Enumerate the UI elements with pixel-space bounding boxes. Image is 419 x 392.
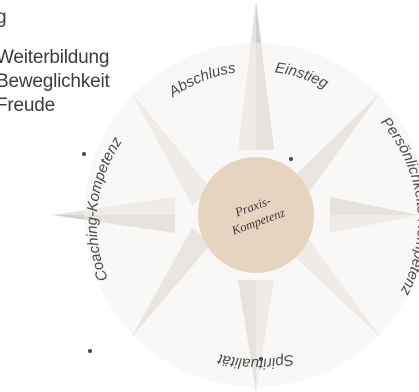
side-text-freude: Freude [0, 95, 56, 116]
dot-top-right [289, 157, 293, 161]
side-text-weiterbildung: Weiterbildung [0, 47, 110, 68]
center-disc [198, 157, 314, 273]
top-partial-line: g [0, 7, 7, 28]
label-spiritualitaet: Spiritualität [215, 350, 295, 372]
side-text-beweglichkeit: Beweglichkeit [0, 71, 110, 92]
dot-bottom-right [259, 357, 263, 361]
ring-separator-dots [82, 152, 293, 361]
dot-top-left [82, 152, 86, 156]
dot-bottom-left [88, 349, 92, 353]
